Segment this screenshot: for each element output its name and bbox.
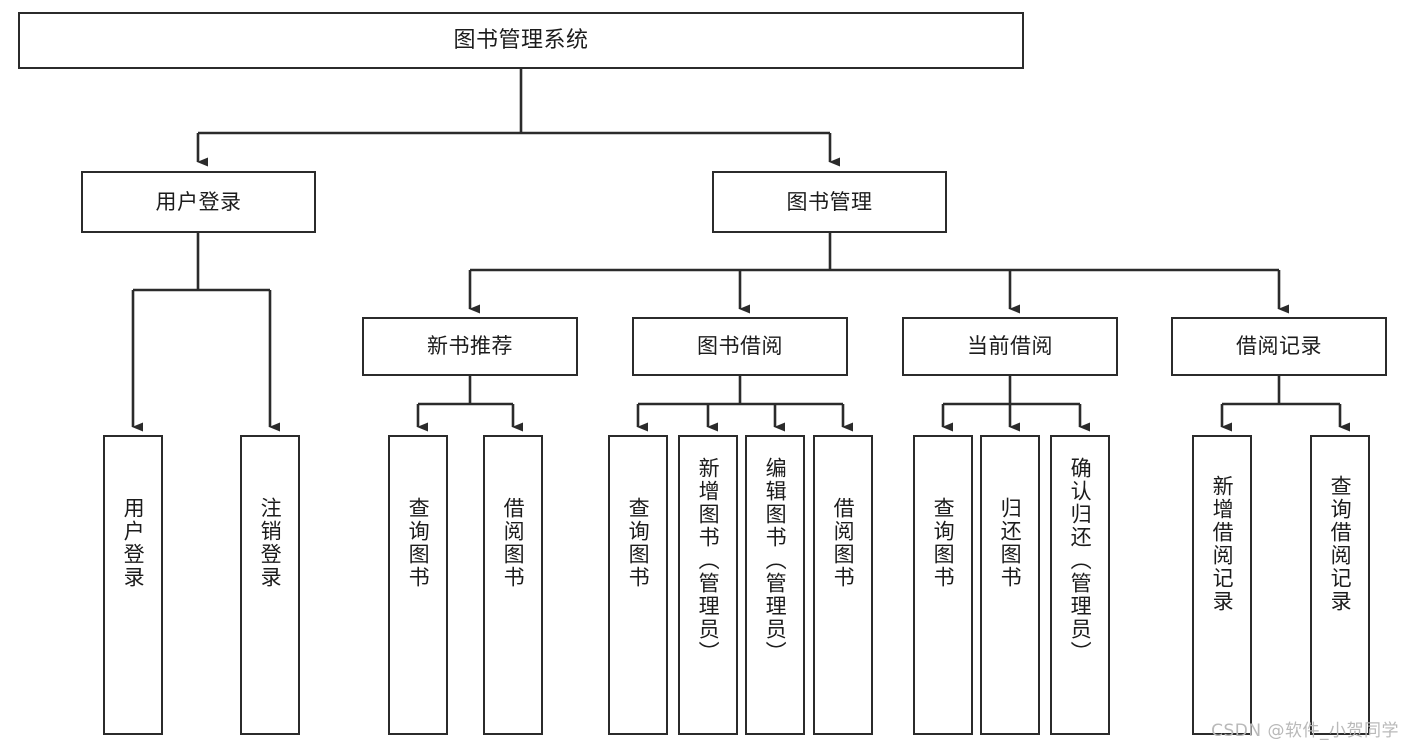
node-current-borrowing[interactable]: 当前借阅 xyxy=(902,317,1118,376)
node-leaf-query-borrow-record[interactable]: 查询借阅记录 xyxy=(1310,435,1370,735)
node-leaf-confirm-return-admin[interactable]: 确认归还（管理员） xyxy=(1050,435,1110,735)
node-label: 新书推荐 xyxy=(427,334,513,359)
node-label: 新增图书（管理员） xyxy=(696,457,721,664)
csdn-watermark: CSDN @软件_小贺同学 xyxy=(1211,721,1399,741)
node-label: 图书管理系统 xyxy=(453,27,589,53)
node-label: 确认归还（管理员） xyxy=(1068,457,1093,664)
node-label: 归还图书 xyxy=(998,497,1023,589)
node-book-borrowing[interactable]: 图书借阅 xyxy=(632,317,848,376)
node-label: 用户登录 xyxy=(121,497,146,589)
node-label: 图书管理 xyxy=(786,189,873,214)
node-leaf-logout[interactable]: 注销登录 xyxy=(240,435,300,735)
node-label: 借阅记录 xyxy=(1236,334,1322,359)
node-label: 借阅图书 xyxy=(501,497,526,589)
node-book-management[interactable]: 图书管理 xyxy=(712,171,947,233)
node-label: 查询图书 xyxy=(406,497,431,589)
node-label: 图书借阅 xyxy=(697,334,783,359)
node-root-book-management-system[interactable]: 图书管理系统 xyxy=(18,12,1024,69)
node-label: 当前借阅 xyxy=(967,334,1053,359)
node-label: 注销登录 xyxy=(258,497,283,589)
node-new-book-recommendation[interactable]: 新书推荐 xyxy=(362,317,578,376)
node-borrowing-record[interactable]: 借阅记录 xyxy=(1171,317,1387,376)
node-leaf-user-login[interactable]: 用户登录 xyxy=(103,435,163,735)
node-leaf-borrow-book-1[interactable]: 借阅图书 xyxy=(483,435,543,735)
node-leaf-query-book-3[interactable]: 查询图书 xyxy=(913,435,973,735)
node-leaf-query-book-2[interactable]: 查询图书 xyxy=(608,435,668,735)
node-leaf-query-book-1[interactable]: 查询图书 xyxy=(388,435,448,735)
node-label: 用户登录 xyxy=(155,189,242,214)
node-leaf-borrow-book-2[interactable]: 借阅图书 xyxy=(813,435,873,735)
node-label: 新增借阅记录 xyxy=(1210,475,1235,613)
node-label: 借阅图书 xyxy=(831,497,856,589)
node-leaf-add-borrow-record[interactable]: 新增借阅记录 xyxy=(1192,435,1252,735)
node-leaf-add-book-admin[interactable]: 新增图书（管理员） xyxy=(678,435,738,735)
node-label: 查询图书 xyxy=(626,497,651,589)
node-user-login[interactable]: 用户登录 xyxy=(81,171,316,233)
node-label: 查询借阅记录 xyxy=(1328,475,1353,613)
node-label: 查询图书 xyxy=(931,497,956,589)
node-label: 编辑图书（管理员） xyxy=(763,457,788,664)
node-leaf-edit-book-admin[interactable]: 编辑图书（管理员） xyxy=(745,435,805,735)
node-leaf-return-book[interactable]: 归还图书 xyxy=(980,435,1040,735)
